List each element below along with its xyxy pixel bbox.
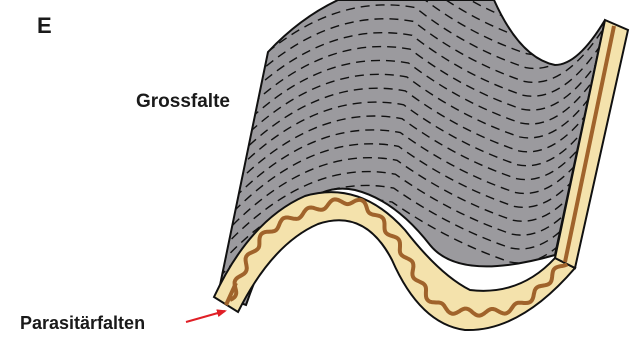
pointer-arrow: [186, 311, 225, 322]
panel-letter: E: [37, 13, 52, 38]
grossfalte-label: Grossfalte: [136, 91, 230, 112]
parasitaerfalten-label: Parasitärfalten: [20, 313, 145, 333]
